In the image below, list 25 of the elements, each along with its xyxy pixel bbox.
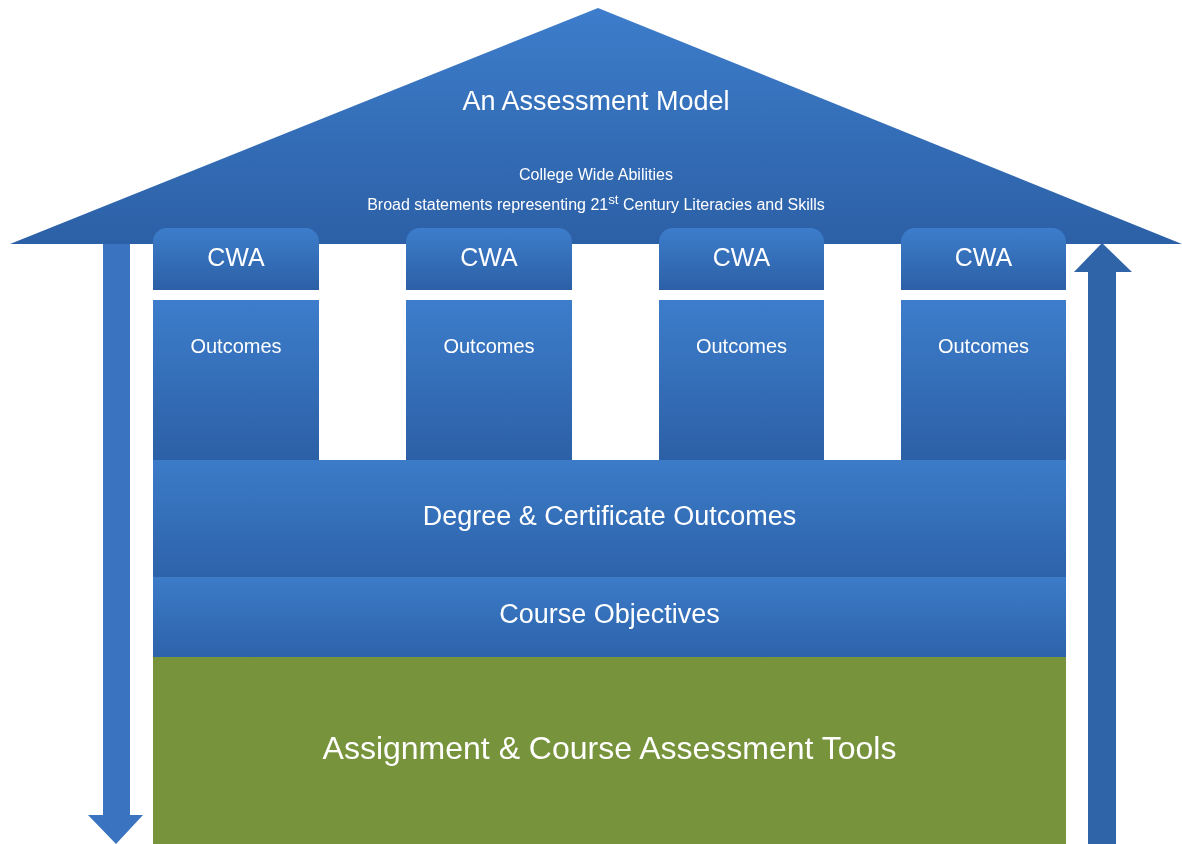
pillar-cap xyxy=(153,228,319,290)
layer-label: Course Objectives xyxy=(499,599,720,631)
pillar-block xyxy=(901,300,1066,460)
roof-heading: An Assessment Model xyxy=(462,86,730,117)
layer-band xyxy=(153,577,1066,657)
layer-band xyxy=(153,460,1066,577)
roof-subheading: College Wide Abilities xyxy=(519,166,673,184)
cap-label: CWA xyxy=(712,242,771,272)
pillar-block xyxy=(153,300,319,460)
pillar-block xyxy=(659,300,824,460)
cap-label: CWA xyxy=(207,242,265,272)
layer-label: Degree & Certificate Outcomes xyxy=(422,500,797,532)
pillar-label: Outcomes xyxy=(190,335,282,358)
pillar-label: Outcomes xyxy=(695,335,788,358)
cap-label: CWA xyxy=(460,242,518,272)
pillar-cap xyxy=(406,228,572,290)
pillar-label: Outcomes xyxy=(443,335,535,358)
description-text: Broad statements representing 21$^{st}$ Century Literacies and Skills xyxy=(367,192,825,215)
pillar-cap xyxy=(901,228,1066,290)
foundation-label: Assignment & Course Assessment Tools xyxy=(322,729,897,767)
foundation-band xyxy=(153,657,1066,844)
pillar-cap xyxy=(659,228,824,290)
pillar-block xyxy=(406,300,572,460)
pillar-label: Outcomes xyxy=(937,335,1030,358)
cap-label: CWA xyxy=(954,242,1013,272)
